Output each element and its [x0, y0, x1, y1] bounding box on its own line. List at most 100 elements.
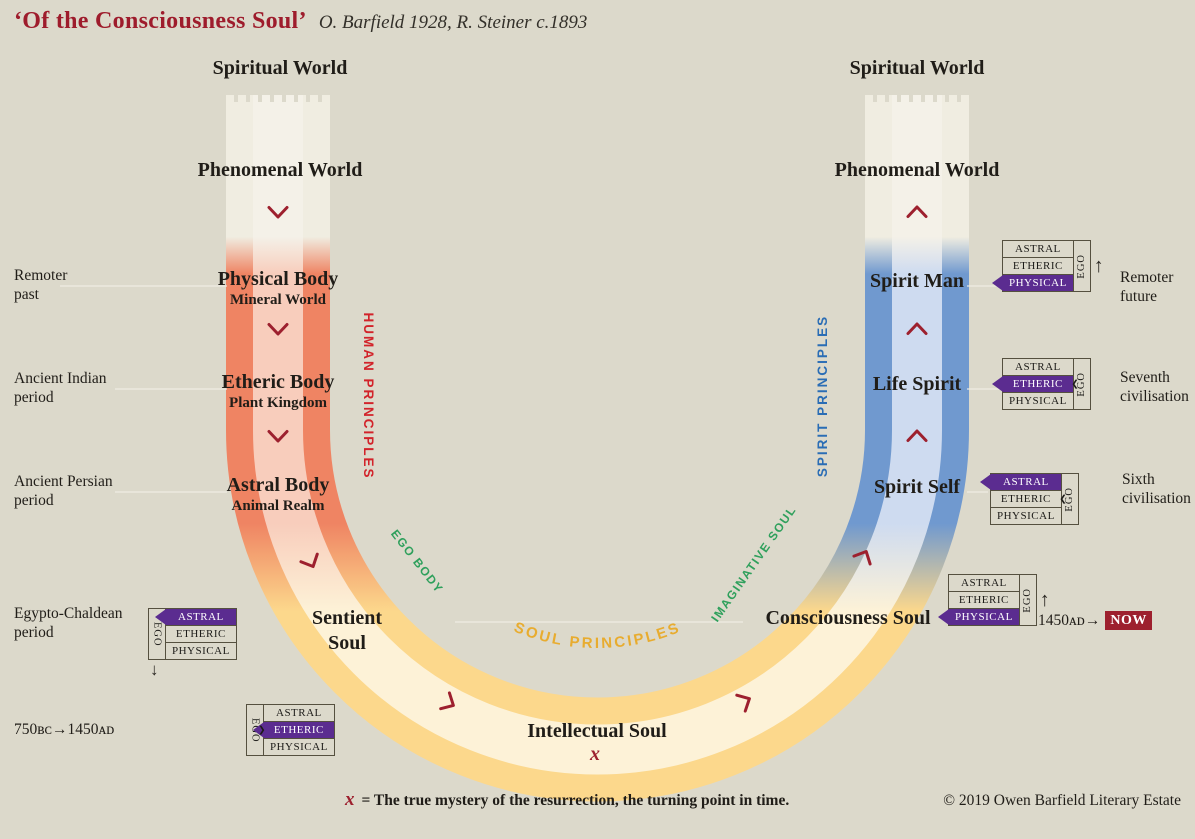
ego-left-arrow-icon: ❮ — [1059, 493, 1067, 504]
now-badge: NOW — [1105, 611, 1152, 630]
stage-spirit-self: Spirit Self — [797, 476, 1037, 499]
period-ancient-indian: Ancient Indian period — [14, 369, 107, 407]
caption-line: Sixth — [1122, 471, 1155, 488]
guide-lines — [60, 285, 1000, 623]
principle-astral: ASTRAL — [1003, 241, 1073, 258]
stage-title: Spirit Self — [873, 476, 961, 498]
principle-etheric-highlighted: ETHERIC — [992, 376, 1073, 393]
principles-box-intellectual-soul: ASTRAL ETHERIC PHYSICAL EGO ❯ — [246, 704, 335, 756]
copyright-notice: © 2019 Owen Barfield Literary Estate — [943, 792, 1181, 809]
principle-astral-highlighted: ASTRAL — [155, 609, 236, 626]
soul-principles-textpath: SOUL PRINCIPLES — [512, 619, 681, 652]
spiritual-world-left: Spiritual World — [212, 57, 348, 79]
principle-etheric: ETHERIC — [166, 626, 236, 643]
principle-rows: ASTRAL ETHERIC PHYSICAL — [155, 608, 237, 660]
phenomenal-world-right: Phenomenal World — [834, 159, 1000, 181]
principles-box-life-spirit: ASTRAL ETHERIC PHYSICAL EGO ❮ — [992, 358, 1091, 410]
principle-physical-highlighted: PHYSICAL — [992, 275, 1073, 291]
principles-box-consciousness-soul: ASTRAL ETHERIC PHYSICAL EGO ↑ — [938, 574, 1050, 626]
stage-subtitle: Animal Realm — [231, 498, 325, 514]
ascending-band-outer — [596, 95, 969, 802]
principle-physical: PHYSICAL — [1009, 395, 1067, 407]
principle-etheric: ETHERIC — [949, 592, 1019, 609]
ego-column: EGO — [1061, 473, 1079, 525]
header: ‘Of the Consciousness Soul’ O. Barfield … — [14, 8, 587, 35]
ego-up-arrow-icon: ↑ — [1039, 588, 1050, 611]
timeline-right: 1450ᴀᴅ→ NOW — [1038, 611, 1152, 630]
caption-line: period — [14, 492, 54, 509]
ego-up-arrow-icon: ↑ — [1093, 254, 1104, 277]
intellectual-soul-label: Intellectual Soul — [527, 720, 667, 742]
stage-spirit-man: Spirit Man — [797, 270, 1037, 293]
ego-down-arrow-icon: ↓ — [150, 660, 159, 679]
timeline-left: 750ʙᴄ→1450ᴀᴅ — [14, 721, 115, 738]
diagram-subtitle: O. Barfield 1928, R. Steiner c.1893 — [318, 12, 588, 33]
curve-arrow-icon — [299, 552, 319, 569]
caption-line: Ancient Persian — [14, 473, 113, 490]
principles-box-sentient-soul: ASTRAL ETHERIC PHYSICAL EGO ↓ — [148, 608, 237, 679]
descending-band-inner — [253, 95, 598, 775]
period-egypto-chaldean: Egypto-Chaldean period — [14, 604, 122, 642]
human-principles-label: HUMAN PRINCIPLES — [361, 312, 376, 479]
curve-arrow-icon — [439, 691, 455, 711]
principles-box-spirit-self: ASTRAL ETHERIC PHYSICAL EGO ❮ — [980, 473, 1079, 525]
caption-line: Remoter — [1120, 269, 1174, 286]
caption-line: past — [14, 286, 39, 303]
caption-line: civilisation — [1122, 490, 1191, 507]
direction-arrows — [267, 205, 928, 713]
stage-title: Life Spirit — [872, 373, 962, 395]
principle-astral: ASTRAL — [264, 705, 334, 722]
principle-physical: PHYSICAL — [997, 510, 1055, 522]
spiritual-world-right: Spiritual World — [849, 57, 985, 79]
period-ancient-persian: Ancient Persian period — [14, 472, 113, 510]
caption-line: period — [14, 624, 54, 641]
principle-physical-highlighted: PHYSICAL — [938, 609, 1019, 625]
caption-line: future — [1120, 288, 1158, 305]
ego-left-arrow-icon: ❮ — [1071, 378, 1079, 389]
footnote-text: = The true mystery of the resurrection, … — [361, 792, 790, 809]
phenomenal-world-left: Phenomenal World — [197, 159, 363, 181]
down-arrow-icon — [267, 206, 289, 219]
up-arrow-icon — [906, 429, 928, 442]
timeline-right-label: 1450ᴀᴅ→ — [1038, 611, 1101, 629]
principle-physical: PHYSICAL — [270, 741, 328, 753]
ego-column: EGO — [1073, 358, 1091, 410]
consciousness-soul-label: Consciousness Soul — [765, 607, 931, 629]
ego-label: EGO — [1022, 587, 1034, 613]
period-remoter-future: Remoter future — [1120, 268, 1173, 306]
caption-line: period — [14, 389, 54, 406]
caption-line: Remoter — [14, 267, 68, 284]
principle-astral: ASTRAL — [1003, 359, 1073, 376]
ego-body-label: EGO BODY — [388, 527, 446, 596]
period-seventh-civilisation: Seventh civilisation — [1120, 368, 1189, 406]
principles-box-spirit-man: ASTRAL ETHERIC PHYSICAL EGO ↑ — [992, 240, 1104, 292]
principle-rows: ASTRAL ETHERIC PHYSICAL — [992, 240, 1074, 292]
stage-astral-body: Astral Body Animal Realm — [158, 474, 398, 515]
ego-column: EGO — [1073, 240, 1091, 292]
curve-arrow-icon — [735, 693, 751, 713]
period-sixth-civilisation: Sixth civilisation — [1122, 470, 1191, 508]
stage-life-spirit: Life Spirit — [797, 373, 1037, 396]
stage-title: Spirit Man — [870, 270, 964, 292]
up-arrow-icon — [906, 322, 928, 335]
principle-rows: ASTRAL ETHERIC PHYSICAL — [992, 358, 1074, 410]
period-remoter-past: Remoter past — [14, 266, 67, 304]
principle-etheric: ETHERIC — [991, 491, 1061, 508]
stage-subtitle: Plant Kingdom — [229, 395, 327, 411]
caption-line: Egypto-Chaldean — [14, 605, 123, 622]
caption-line: Seventh — [1120, 369, 1170, 386]
ego-right-arrow-icon: ❯ — [258, 724, 266, 735]
ego-column: EGO — [1019, 574, 1037, 626]
principle-rows: ASTRAL ETHERIC PHYSICAL — [980, 473, 1062, 525]
stage-subtitle: Mineral World — [230, 292, 326, 308]
principle-etheric: ETHERIC — [1003, 258, 1073, 275]
stage-title: Astral Body — [226, 474, 330, 496]
ego-label: EGO — [151, 621, 163, 647]
stage-etheric-body: Etheric Body Plant Kingdom — [158, 371, 398, 412]
principle-rows: ASTRAL ETHERIC PHYSICAL — [938, 574, 1020, 626]
up-arrow-icon — [906, 205, 928, 218]
turning-point-x-marker: x — [590, 743, 600, 765]
footnote-x-symbol: x — [345, 789, 355, 810]
